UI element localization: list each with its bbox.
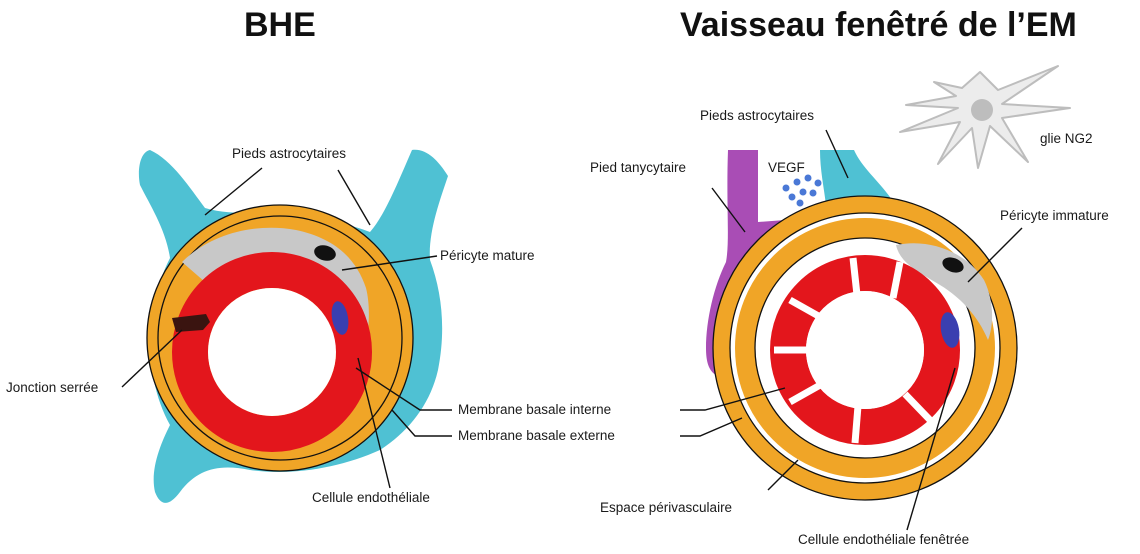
bhe-title: BHE <box>244 6 316 45</box>
label-inner-basal-membrane: Membrane basale interne <box>458 402 611 417</box>
label-endothelial-cell: Cellule endothéliale <box>312 490 430 505</box>
ng2-nucleus <box>971 99 993 121</box>
label-outer-basal-membrane: Membrane basale externe <box>458 428 615 443</box>
label-astro-feet-right: Pieds astrocytaires <box>700 108 814 123</box>
label-tight-junction: Jonction serrée <box>6 380 98 395</box>
label-tanycyte-foot: Pied tanycytaire <box>590 160 686 175</box>
label-perivascular-space: Espace périvasculaire <box>600 500 732 515</box>
vessel-lumen <box>208 288 336 416</box>
label-vegf: VEGF <box>768 160 805 175</box>
bhe-diagram <box>139 150 448 503</box>
vegf-particles <box>783 175 822 207</box>
label-mature-pericyte: Péricyte mature <box>440 248 535 263</box>
label-ng2-glia: glie NG2 <box>1040 131 1093 146</box>
em-diagram <box>706 66 1070 500</box>
vessel-lumen <box>806 291 924 409</box>
label-fenestrated-endothelial: Cellule endothéliale fenêtrée <box>798 532 969 547</box>
label-astro-feet-left: Pieds astrocytaires <box>232 146 346 161</box>
leader-astro-right <box>338 170 370 225</box>
em-title: Vaisseau fenêtré de l’EM <box>680 6 1077 45</box>
label-immature-pericyte: Péricyte immature <box>1000 208 1109 223</box>
